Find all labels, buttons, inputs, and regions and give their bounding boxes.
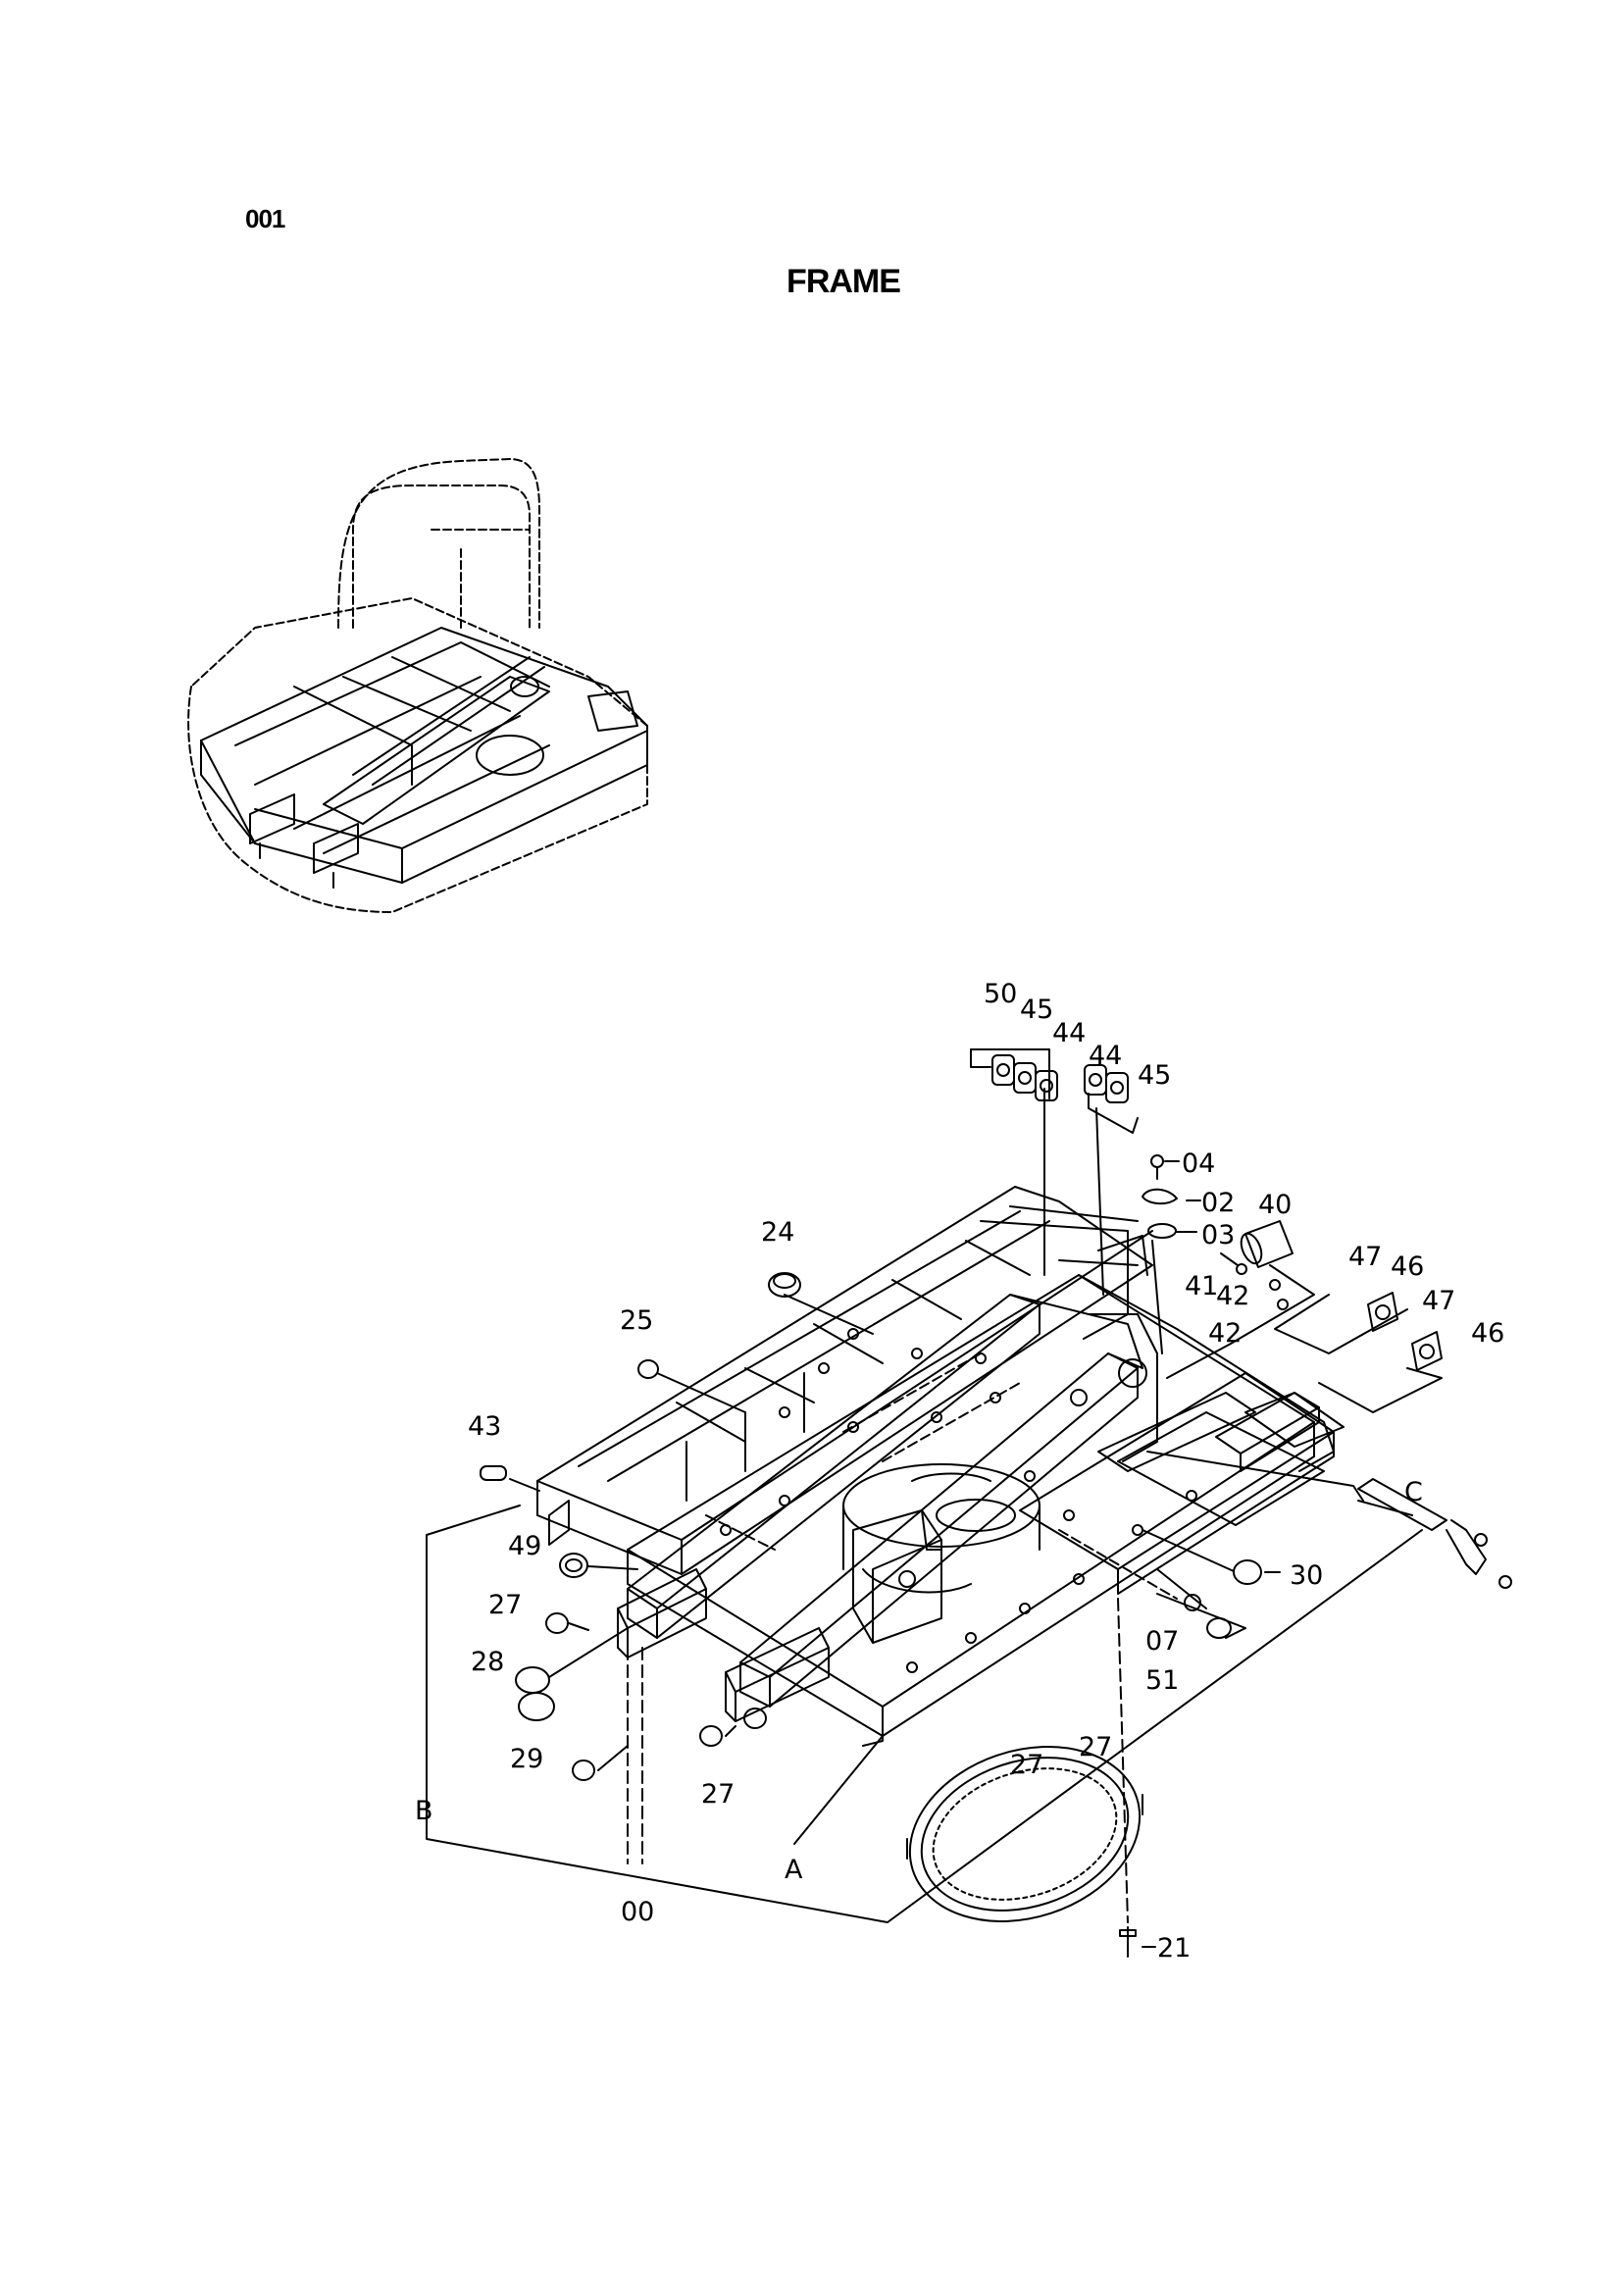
callout-03: 03 (1201, 1220, 1235, 1250)
callout-46: 46 (1471, 1318, 1504, 1349)
callout-27: 27 (1079, 1732, 1112, 1762)
callout-A: A (785, 1855, 803, 1885)
page-title: FRAME (787, 263, 901, 300)
leader-lines (426, 1048, 1443, 1948)
callout-30: 30 (1290, 1560, 1323, 1591)
callout-27: 27 (1010, 1750, 1043, 1780)
callout-27: 27 (488, 1590, 522, 1620)
callout-47: 47 (1348, 1242, 1382, 1272)
callout-47: 47 (1422, 1286, 1455, 1316)
callout-04: 04 (1182, 1148, 1215, 1179)
callout-50: 50 (984, 979, 1017, 1009)
callout-27: 27 (701, 1779, 735, 1810)
callout-29: 29 (510, 1744, 543, 1774)
callout-45: 45 (1138, 1060, 1171, 1091)
small-parts (480, 1054, 1512, 1958)
upper-frame-drawing (536, 1186, 1335, 1747)
callout-24: 24 (761, 1217, 794, 1248)
callout-42: 42 (1216, 1281, 1249, 1311)
callout-46: 46 (1391, 1251, 1424, 1282)
callout-28: 28 (471, 1647, 504, 1677)
callout-43: 43 (468, 1411, 501, 1442)
swing-bearing-ring (906, 1746, 1143, 1922)
callout-42: 42 (1208, 1318, 1242, 1349)
overview-machine-sketch (187, 458, 648, 913)
callout-C: C (1404, 1477, 1423, 1507)
callout-07: 07 (1145, 1626, 1179, 1657)
callout-02: 02 (1201, 1188, 1235, 1218)
callout-00: 00 (621, 1897, 654, 1927)
callout-45: 45 (1020, 995, 1053, 1025)
callout-51: 51 (1145, 1665, 1179, 1696)
callout-40: 40 (1258, 1190, 1292, 1220)
callout-25: 25 (620, 1305, 653, 1336)
callout-44: 44 (1052, 1018, 1086, 1048)
callout-B: B (415, 1796, 433, 1826)
page-code: 001 (245, 204, 285, 233)
callout-labels: 50 45 44 44 45 04 02 03 40 41 42 42 47 4… (415, 979, 1504, 1964)
callout-21: 21 (1157, 1933, 1191, 1964)
callout-49: 49 (508, 1531, 541, 1561)
callout-44: 44 (1089, 1041, 1122, 1071)
callout-41: 41 (1185, 1271, 1218, 1301)
